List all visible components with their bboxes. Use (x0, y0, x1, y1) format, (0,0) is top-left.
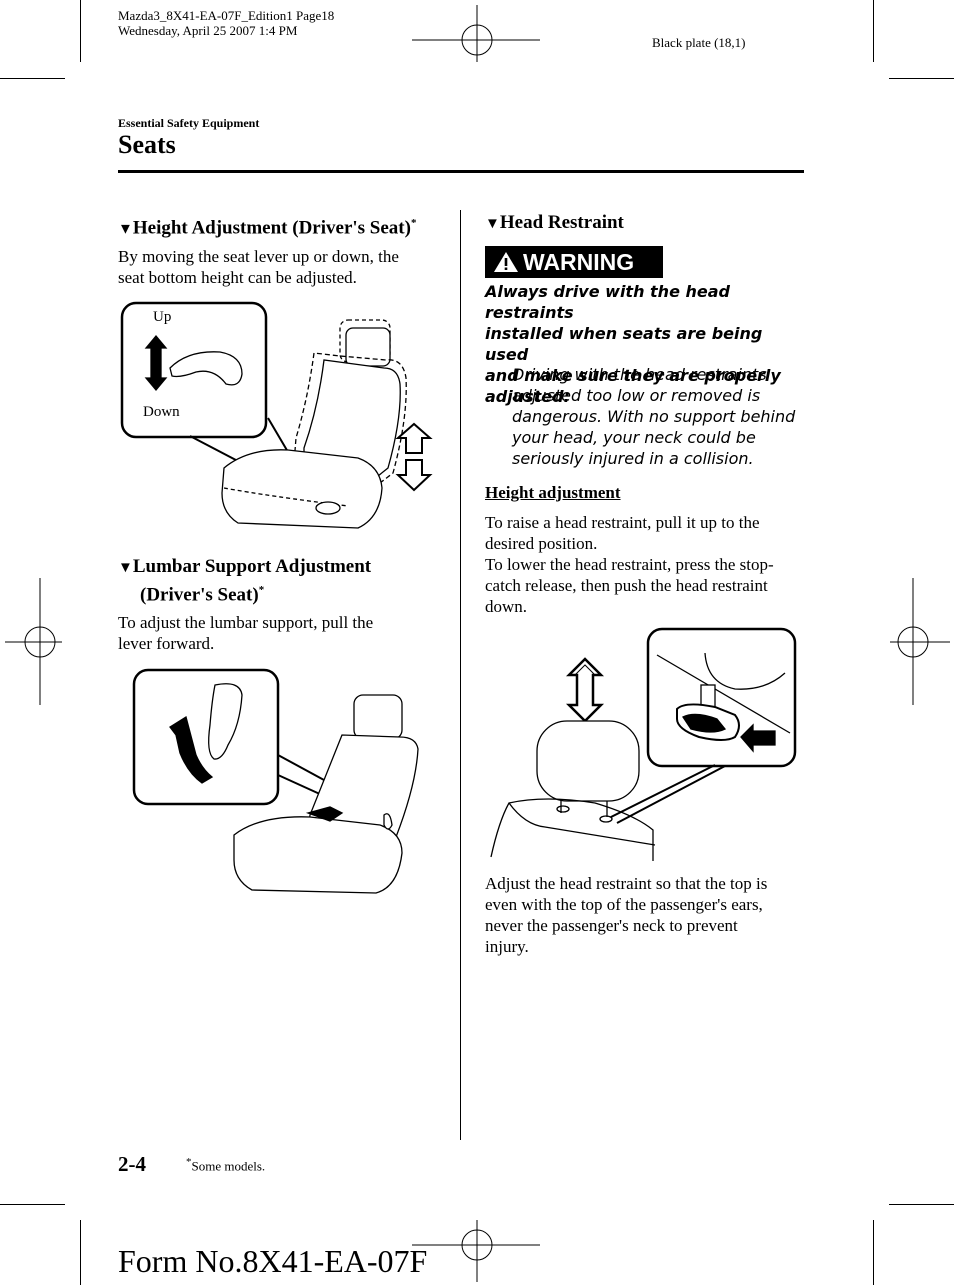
page-number: 2-4 (118, 1152, 146, 1176)
warning-line: Driving with the head restraints (512, 365, 767, 384)
triangle-marker: ▼ (118, 221, 133, 238)
heading-text: Head Restraint (499, 212, 624, 233)
footnote: *Some models. (186, 1156, 265, 1174)
body-line: To raise a head restraint, pull it up to… (485, 513, 760, 532)
head-restraint-illustration (490, 627, 797, 861)
body-line: never the passenger's neck to prevent (485, 916, 738, 935)
body-line: By moving the seat lever up or down, the (118, 247, 399, 266)
body-line: even with the top of the passenger's ear… (485, 895, 763, 914)
asterisk: * (410, 217, 417, 229)
crop-mark (889, 1204, 954, 1205)
warning-lead: Always drive with the head restraints in… (485, 281, 805, 407)
warning-line: adjusted: (485, 387, 570, 406)
body-line: seat bottom height can be adjusted. (118, 268, 357, 287)
warning-line: dangerous. With no support behind (512, 407, 796, 426)
crop-mark (0, 78, 65, 79)
warning-line: seriously injured in a collision. (512, 449, 754, 468)
head-restraint-guidance: Adjust the head restraint so that the to… (485, 873, 805, 957)
lumbar-support-body: To adjust the lumbar support, pull the l… (118, 612, 448, 654)
file-info-line1: Mazda3_8X41-EA-07F_Edition1 Page18 (118, 8, 335, 23)
body-line: desired position. (485, 534, 598, 553)
height-adjustment-heading: ▼Height Adjustment (Driver's Seat)* (118, 212, 448, 240)
crop-mark (80, 1220, 81, 1285)
asterisk: * (258, 584, 265, 596)
section-label: Essential Safety Equipment (118, 116, 260, 130)
height-adjustment-subheading: Height adjustment (485, 483, 621, 502)
body-line: To lower the head restraint, press the s… (485, 555, 774, 574)
form-number: Form No.8X41-EA-07F (118, 1243, 428, 1279)
head-restraint-heading: ▼Head Restraint (485, 212, 805, 235)
lumbar-support-illustration (132, 668, 419, 894)
heading-text: Height Adjustment (Driver's Seat) (132, 217, 411, 239)
body-line: catch release, then push the head restra… (485, 576, 768, 595)
warning-label: WARNING (523, 249, 635, 275)
warning-line: your head, your neck could be (512, 428, 756, 447)
triangle-marker: ▼ (118, 560, 133, 576)
heading-text: (Driver's Seat) (140, 584, 259, 606)
file-info: Mazda3_8X41-EA-07F_Edition1 Page18 Wedne… (118, 8, 334, 38)
file-info-line2: Wednesday, April 25 2007 1:4 PM (118, 23, 298, 38)
body-line: To adjust the lumbar support, pull the (118, 613, 374, 632)
warning-line: installed when seats are being used (485, 324, 763, 364)
warning-line: and make sure they are properly (485, 366, 781, 385)
body-line: lever forward. (118, 634, 215, 653)
lumbar-support-heading: ▼Lumbar Support Adjustment (Driver's Sea… (118, 556, 448, 606)
head-restraint-instructions: To raise a head restraint, pull it up to… (485, 512, 805, 617)
height-adjustment-body: By moving the seat lever up or down, the… (118, 246, 448, 288)
crop-mark (80, 0, 81, 62)
crop-mark (873, 0, 874, 62)
warning-triangle-icon (494, 252, 518, 272)
warning-line: adjusted too low or removed is (512, 386, 761, 405)
title-rule (118, 170, 804, 173)
page-title: Seats (118, 130, 176, 159)
heading-text: Lumbar Support Adjustment (132, 556, 372, 577)
body-line: Adjust the head restraint so that the to… (485, 874, 768, 893)
body-line: injury. (485, 937, 529, 956)
crop-mark (873, 1220, 874, 1285)
plate-info: Black plate (18,1) (652, 35, 746, 50)
label-down: Down (143, 404, 180, 420)
column-divider (460, 210, 461, 1140)
label-up: Up (153, 309, 172, 325)
warning-detail: Driving with the head restraints adjuste… (512, 364, 812, 469)
warning-line: Always drive with the head restraints (485, 282, 730, 322)
triangle-marker: ▼ (485, 216, 500, 232)
asterisk: * (186, 1156, 192, 1168)
crop-mark (0, 1204, 65, 1205)
warning-banner: WARNING (485, 246, 663, 278)
seat-height-illustration (120, 301, 433, 529)
crop-mark (889, 78, 954, 79)
body-line: down. (485, 597, 528, 616)
footnote-text: Some models. (191, 1158, 266, 1174)
